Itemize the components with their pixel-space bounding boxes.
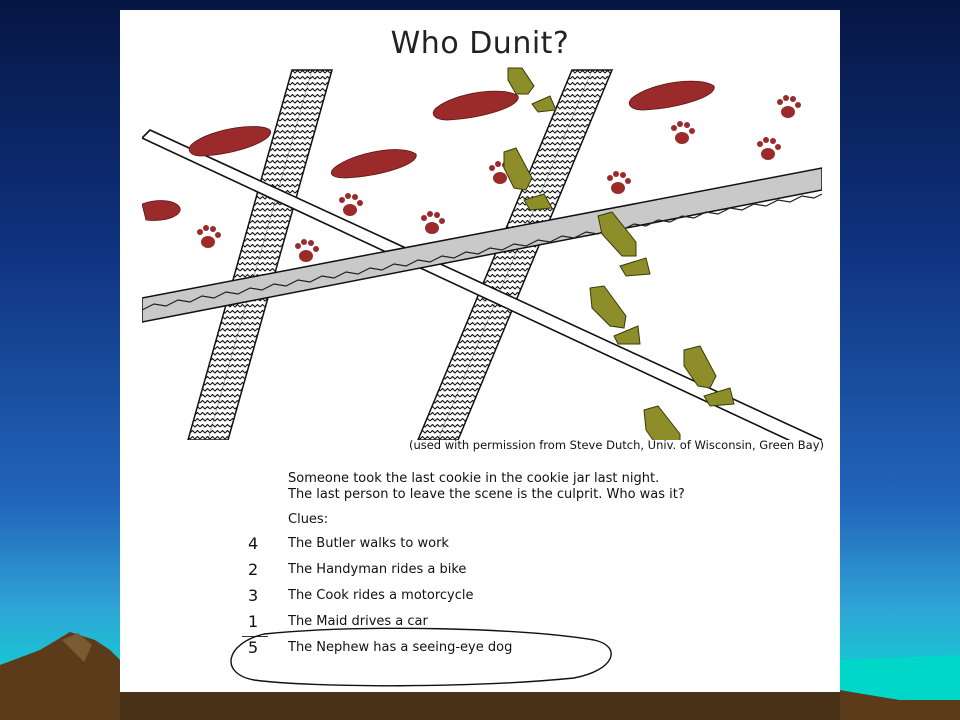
answer-circle	[230, 627, 612, 687]
clue-nephew: 5 The Nephew has a seeing-eye dog	[120, 638, 840, 662]
clue-cook: 3 The Cook rides a motorcycle	[120, 586, 840, 610]
clue-order-number: 1	[248, 612, 259, 631]
permission-credit: (used with permission from Steve Dutch, …	[408, 438, 824, 452]
clue-text: The Maid drives a car	[288, 614, 428, 629]
story-line-2: The last person to leave the scene is th…	[288, 487, 685, 502]
car-tire-track-left	[187, 69, 333, 440]
story-line-1: Someone took the last cookie in the cook…	[288, 471, 660, 486]
clue-order-number: 2	[248, 560, 259, 579]
clue-text: The Nephew has a seeing-eye dog	[288, 640, 513, 655]
clue-order-number: 5	[248, 638, 259, 657]
car-tire-track-right	[417, 69, 614, 440]
motorcycle-track	[142, 167, 822, 323]
clue-order-number: 4	[248, 534, 259, 553]
clues-heading: Clues:	[288, 512, 329, 527]
clue-butler: 4 The Butler walks to work	[120, 534, 840, 558]
walking-footprints	[142, 80, 715, 221]
puzzle-card: Who Dunit?	[120, 10, 840, 692]
crime-scene-diagram	[142, 67, 822, 440]
shoe-prints	[503, 67, 735, 440]
story-text: Someone took the last cookie in the cook…	[288, 471, 685, 503]
clue-order-number: 3	[248, 586, 259, 605]
clue-maid: 1 The Maid drives a car	[120, 612, 840, 636]
bicycle-track	[142, 129, 822, 440]
clue-handyman: 2 The Handyman rides a bike	[120, 560, 840, 584]
clue-text: The Butler walks to work	[288, 536, 449, 551]
clue-text: The Handyman rides a bike	[288, 562, 467, 577]
mountain-silhouette	[0, 632, 960, 720]
clue-text: The Cook rides a motorcycle	[288, 588, 474, 603]
page-title: Who Dunit?	[390, 26, 570, 61]
